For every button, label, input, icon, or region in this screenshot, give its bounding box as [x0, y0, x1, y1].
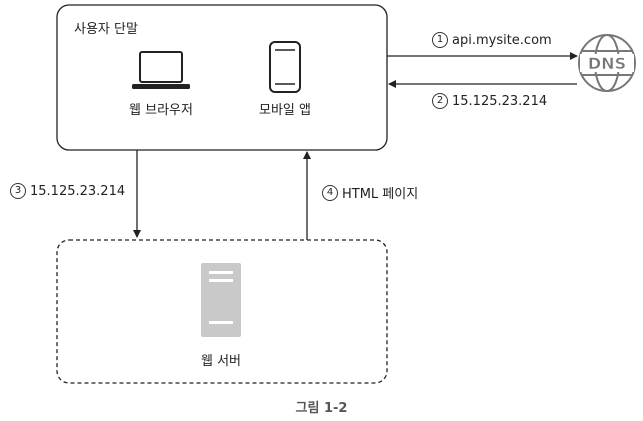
dns-globe-icon: DNS: [578, 34, 636, 92]
mobile-phone-icon: [269, 41, 301, 93]
step-4-text: HTML 페이지: [342, 187, 419, 202]
figure-caption: 그림 1-2: [295, 401, 348, 416]
step-2-label: 2 15.125.23.214: [432, 93, 547, 109]
step-2-number: 2: [432, 93, 448, 109]
dns-label: DNS: [588, 54, 626, 73]
web-browser-label: 웹 브라우저: [129, 103, 193, 118]
client-box: [56, 4, 388, 151]
mobile-app-label: 모바일 앱: [259, 103, 311, 118]
step-1-label: 1 api.mysite.com: [432, 32, 552, 48]
web-server-label: 웹 서버: [200, 354, 241, 369]
step-4-number: 4: [322, 184, 338, 201]
step-4-label: 4 HTML 페이지: [322, 183, 418, 202]
step-3-label: 3 15.125.23.214: [10, 183, 125, 199]
step-3-number: 3: [10, 183, 26, 199]
step-3-text: 15.125.23.214: [30, 183, 126, 199]
client-title: 사용자 단말: [74, 22, 138, 37]
step-2-text: 15.125.23.214: [452, 93, 548, 109]
step-1-number: 1: [432, 32, 448, 48]
server-icon: [201, 263, 241, 337]
step-1-text: api.mysite.com: [452, 32, 552, 48]
laptop-icon: [132, 51, 190, 89]
